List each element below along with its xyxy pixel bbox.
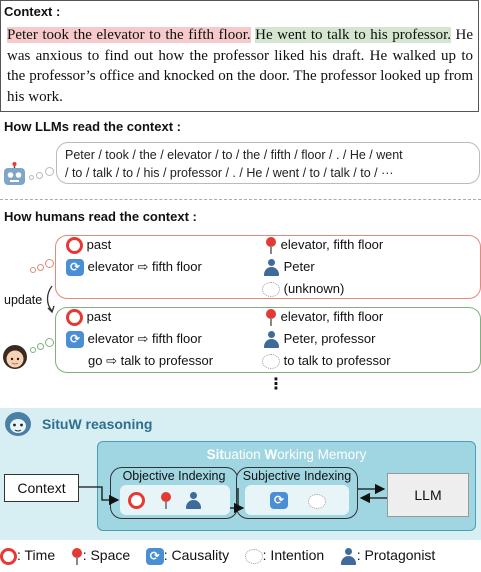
thought-dot-mid — [36, 172, 43, 179]
thought-bubble-icon — [244, 548, 263, 564]
state2-causality-1: ⟳ elevator ⇨ fifth floor — [66, 331, 202, 349]
legend-protagonist: : Protagonist — [356, 547, 436, 563]
legend-causality: : Causality — [163, 547, 230, 563]
cycle-icon: ⟳ — [66, 259, 84, 277]
subjective-indexing-label: Subjective Indexing — [242, 469, 352, 483]
girl-icon — [2, 344, 28, 370]
pin-icon — [265, 309, 277, 327]
flow-arrows — [79, 483, 387, 514]
state2-intention: to talk to professor — [262, 353, 391, 370]
section-divider — [0, 199, 481, 200]
thought-dot-large — [45, 259, 54, 268]
llm-node: LLM — [387, 473, 469, 517]
context-rest: He was anxious to find out how the profe… — [7, 27, 474, 105]
working-memory-title: Situation Working Memory — [206, 447, 367, 462]
thought-bubble-icon — [262, 354, 280, 370]
pin-icon — [265, 237, 277, 255]
legend-time: : Time — [17, 547, 56, 563]
update-label: update — [4, 293, 43, 307]
legend-intention: : Intention — [262, 547, 325, 563]
cycle-icon: ⟳ — [66, 331, 84, 349]
person-icon — [263, 259, 280, 277]
pin-icon — [160, 492, 172, 510]
human-section-header: How humans read the context : — [4, 209, 197, 224]
thought-bubble-icon — [262, 282, 280, 298]
state2-causality-2: go ⇨ talk to professor — [88, 353, 214, 368]
alarm-clock-icon — [0, 547, 17, 565]
context-box — [0, 0, 479, 112]
situw-title: SituW reasoning — [42, 416, 153, 432]
thought-dot-mid — [37, 343, 44, 350]
yeti-icon — [4, 411, 32, 437]
legend-space: : Space — [82, 547, 131, 563]
highlight-sentence-2: He went to talk to his professor. — [255, 27, 451, 43]
thought-dot-mid — [37, 264, 44, 271]
thought-dot-small — [29, 175, 34, 180]
thought-dot-large — [45, 338, 54, 347]
thought-dot-small — [30, 267, 36, 273]
token-line-1: Peter / took / the / elevator / to / the… — [65, 148, 403, 162]
state1-time: past — [66, 237, 111, 255]
token-line-2: / to / talk / to / his / professor / . /… — [65, 166, 394, 180]
alarm-clock-icon — [66, 309, 83, 327]
state1-intention: (unknown) — [262, 281, 344, 298]
alarm-clock-icon — [128, 492, 145, 510]
state1-protagonist: Peter — [263, 259, 315, 277]
token-box: Peter / took / the / elevator / to / the… — [56, 142, 480, 184]
robot-icon — [2, 162, 27, 188]
thought-dot-large — [45, 167, 54, 176]
objective-indexing-label: Objective Indexing — [122, 469, 226, 483]
thought-bubble-icon — [308, 493, 326, 511]
highlight-sentence-1: Peter took the elevator to the fifth flo… — [7, 27, 251, 43]
thought-dot-small — [30, 347, 36, 353]
state1-causality: ⟳ elevator ⇨ fifth floor — [66, 259, 202, 277]
person-icon — [340, 547, 357, 565]
pin-icon — [71, 547, 83, 565]
subjective-icons — [245, 485, 349, 515]
context-node: Context — [4, 474, 79, 502]
person-icon — [185, 492, 202, 510]
update-arrow — [44, 284, 58, 314]
cycle-icon: ⟳ — [270, 492, 288, 510]
state2-time: past — [66, 309, 111, 327]
state2-space: elevator, fifth floor — [265, 309, 383, 327]
cycle-icon: ⟳ — [145, 547, 164, 565]
legend: : Time : Space ⟳: Causality : Intention … — [0, 547, 481, 565]
context-header: Context : — [4, 4, 61, 19]
state2-protagonist: Peter, professor — [263, 331, 375, 349]
alarm-clock-icon — [66, 237, 83, 255]
state1-space: elevator, fifth floor — [265, 237, 383, 255]
continuation-ellipsis: ⋮ — [268, 376, 284, 393]
person-icon — [263, 331, 280, 349]
llm-section-header: How LLMs read the context : — [4, 119, 181, 134]
context-passage: Peter took the elevator to the fifth flo… — [7, 25, 473, 107]
